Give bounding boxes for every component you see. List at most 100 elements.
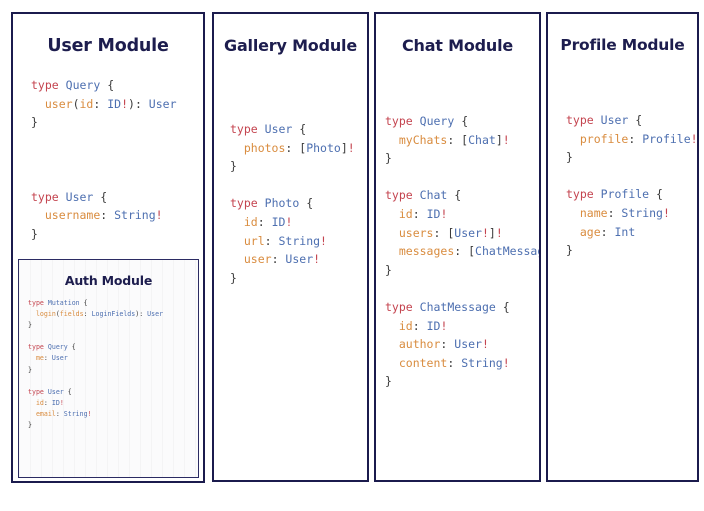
code-token-fld: fields bbox=[59, 310, 84, 319]
code-block-user-query: type Query { user(id: ID!): User} type U… bbox=[31, 76, 203, 243]
code-token-pun: } bbox=[385, 262, 392, 277]
code-token-pun: : bbox=[600, 224, 615, 239]
code-token-pun: { bbox=[299, 196, 314, 211]
code-token-pun: } bbox=[566, 150, 573, 165]
code-token-pun bbox=[385, 244, 399, 258]
code-token-pun: : bbox=[440, 337, 455, 352]
code-token-fld: username bbox=[44, 208, 101, 223]
module-title-profile-module: Profile Module bbox=[560, 36, 685, 54]
code-token-pun bbox=[566, 206, 580, 220]
code-line: type Chat { bbox=[385, 186, 539, 205]
code-token-pun bbox=[594, 187, 601, 201]
code-line: } bbox=[385, 261, 539, 280]
code-token-bang: ! bbox=[59, 398, 64, 407]
code-token-pun: ] bbox=[495, 132, 503, 147]
code-token-pun bbox=[566, 225, 580, 239]
code-token-fld: login bbox=[35, 310, 56, 319]
code-line: } bbox=[28, 365, 198, 376]
code-block-auth-schema: type Mutation { login(fields: LoginField… bbox=[28, 298, 198, 431]
code-line: user(id: ID!): User bbox=[31, 95, 203, 114]
code-token-pun bbox=[258, 196, 265, 210]
code-token-pun bbox=[385, 319, 399, 333]
code-line: id: ID! bbox=[385, 205, 539, 224]
code-line: type ChatMessage { bbox=[385, 298, 539, 317]
code-token-fld: users bbox=[398, 225, 434, 240]
code-token-pun: : bbox=[271, 252, 286, 267]
code-line: type User { bbox=[230, 120, 367, 139]
code-token-pun bbox=[413, 114, 420, 128]
code-token-pun: ( bbox=[72, 96, 80, 111]
code-token-pun bbox=[566, 132, 580, 146]
code-token-pun: ] bbox=[340, 140, 348, 155]
code-token-pun: ] bbox=[488, 225, 496, 240]
code-token-pun bbox=[258, 122, 265, 136]
code-line bbox=[385, 168, 539, 187]
code-token-type: Mutation bbox=[47, 299, 80, 307]
code-line: url: String! bbox=[230, 232, 367, 251]
code-token-pun: } bbox=[28, 321, 32, 330]
code-line bbox=[385, 279, 539, 298]
code-token-type: ChatMessage bbox=[475, 244, 539, 259]
code-token-type: String bbox=[114, 208, 156, 223]
code-token-pun: { bbox=[447, 188, 462, 203]
code-line: type User { bbox=[28, 387, 198, 398]
code-token-type: ID bbox=[426, 318, 441, 333]
code-token-pun bbox=[385, 207, 399, 221]
code-token-type: User bbox=[264, 122, 293, 136]
code-line bbox=[31, 169, 203, 188]
code-token-pun: } bbox=[566, 243, 573, 258]
code-token-bang: ! bbox=[87, 409, 92, 418]
code-line bbox=[28, 376, 198, 387]
code-token-fld: name bbox=[579, 205, 608, 220]
code-line: name: String! bbox=[566, 204, 697, 223]
code-token-pun: } bbox=[230, 159, 237, 174]
code-token-pun: ( bbox=[55, 310, 60, 319]
code-token-fld: author bbox=[398, 337, 441, 352]
code-token-type: Chat bbox=[419, 188, 448, 203]
code-token-pun: : bbox=[264, 233, 279, 248]
code-line: } bbox=[28, 420, 198, 431]
code-token-pun bbox=[594, 113, 601, 127]
code-token-fld: user bbox=[44, 96, 73, 111]
code-token-kw: type bbox=[566, 113, 594, 127]
code-line: me: User bbox=[28, 353, 198, 364]
code-line: messages: [ChatMessage]! bbox=[385, 242, 539, 261]
code-token-pun: : bbox=[83, 310, 92, 319]
code-token-kw: type bbox=[28, 387, 44, 396]
code-token-pun: { bbox=[495, 299, 510, 314]
code-line: login(fields: LoginFields): User bbox=[28, 309, 198, 320]
code-token-pun bbox=[385, 337, 399, 351]
code-token-bang: ! bbox=[347, 140, 355, 155]
code-token-pun: } bbox=[31, 226, 38, 241]
code-line: type Query { bbox=[28, 342, 198, 353]
code-token-pun bbox=[28, 354, 36, 362]
code-token-type: User bbox=[148, 96, 177, 111]
code-token-bang: ! bbox=[481, 337, 489, 352]
code-line: id: ID! bbox=[28, 398, 198, 409]
code-token-bang: ! bbox=[502, 132, 510, 147]
code-line: } bbox=[230, 269, 367, 288]
code-token-kw: type bbox=[28, 343, 44, 352]
code-token-pun bbox=[28, 310, 36, 318]
code-line: photos: [Photo]! bbox=[230, 139, 367, 158]
code-token-pun bbox=[230, 215, 244, 229]
code-token-pun: : [ bbox=[447, 132, 469, 147]
code-token-bang: ! bbox=[121, 96, 129, 111]
code-line bbox=[230, 176, 367, 195]
code-token-bang: ! bbox=[440, 318, 448, 333]
code-line: type User { bbox=[31, 188, 203, 207]
code-line: } bbox=[566, 148, 697, 167]
code-token-fld: me bbox=[35, 354, 44, 363]
code-token-kw: type bbox=[385, 114, 413, 128]
code-line: content: String! bbox=[385, 354, 539, 373]
code-token-type: String bbox=[278, 233, 321, 248]
code-line: } bbox=[31, 113, 203, 132]
code-token-fld: id bbox=[79, 96, 94, 111]
code-line: } bbox=[566, 241, 697, 260]
